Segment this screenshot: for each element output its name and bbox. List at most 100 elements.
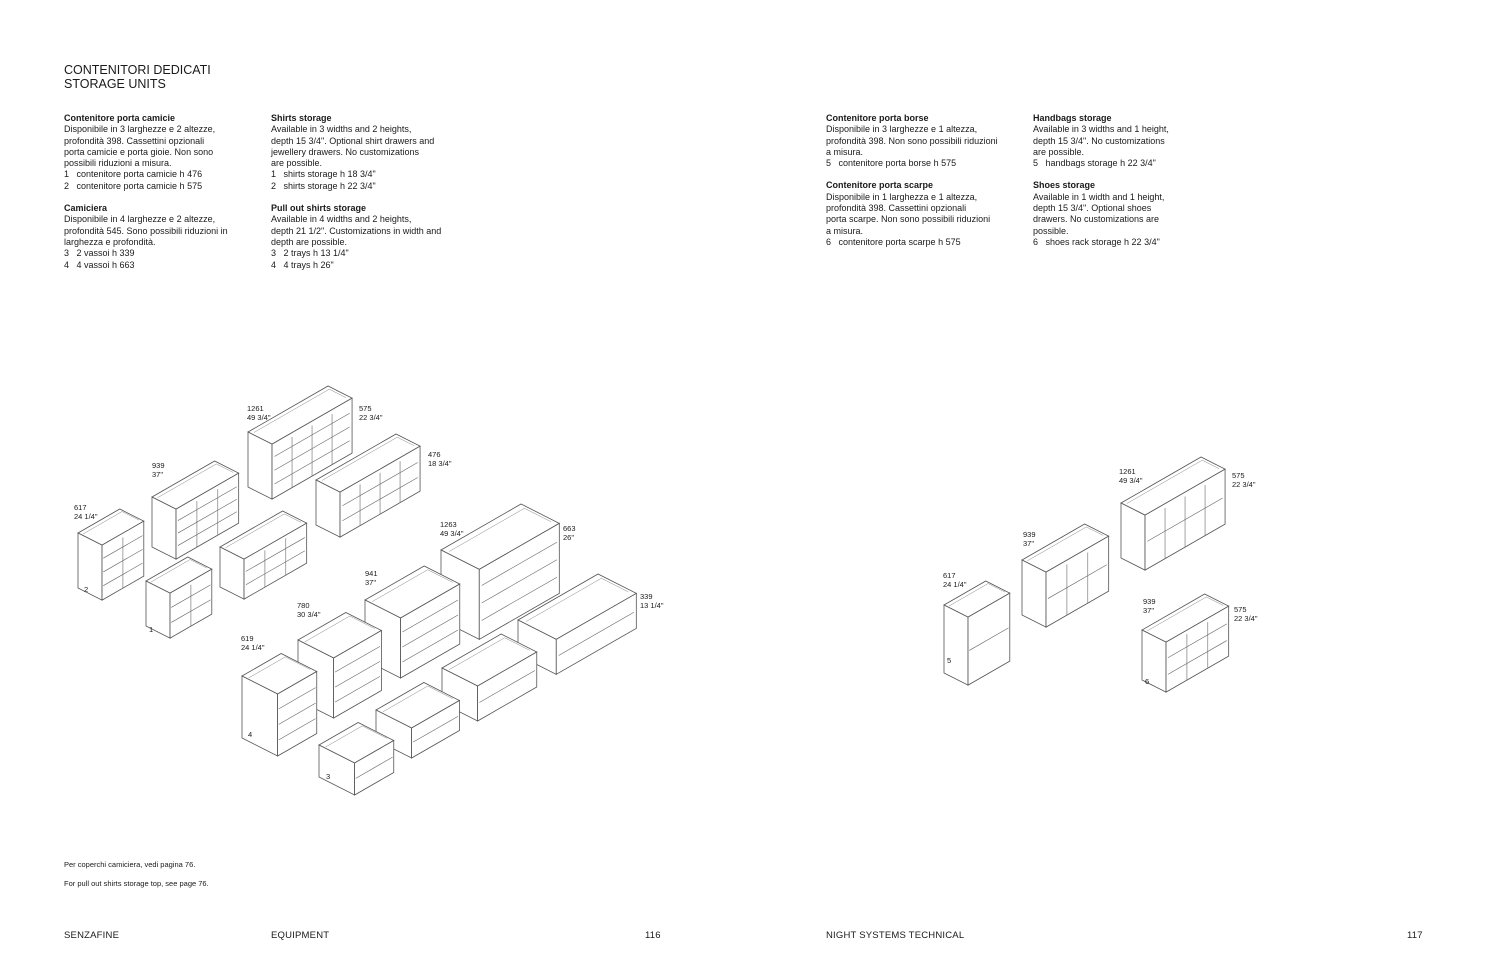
list-item: 5 handbags storage h 22 3/4" — [1033, 158, 1156, 169]
box-rim — [1027, 526, 1104, 561]
shelf-line — [481, 559, 558, 604]
item-number: 3 — [326, 772, 331, 781]
shelf-line — [481, 576, 558, 621]
dimension-label: 780 30 3/4" — [297, 601, 321, 619]
shelf-line — [969, 627, 1009, 651]
shelf-line — [1167, 640, 1227, 675]
dimension-label: 575 22 3/4" — [1234, 605, 1258, 623]
list-item: 3 2 vassoi h 339 — [64, 248, 135, 259]
description: Available in 1 width and 1 height, depth… — [1033, 191, 1165, 236]
box-rim — [448, 637, 530, 670]
shelf-line — [402, 599, 459, 633]
footnote-en: For pull out shirts storage top, see pag… — [64, 879, 209, 888]
box-rim — [382, 685, 453, 713]
text-column-en-left: Shirts storage Available in 3 widths and… — [271, 113, 461, 271]
shelf-line — [355, 756, 393, 779]
box-rim — [325, 725, 388, 748]
shelf-line — [479, 670, 536, 703]
list-item: 3 2 trays h 13 1/4" — [271, 248, 349, 259]
shelf-line — [245, 550, 305, 585]
dimension-label: 663 26" — [563, 524, 576, 542]
page-number-right: 117 — [1407, 930, 1423, 941]
footer-brand: SENZAFINE — [64, 930, 120, 941]
list-item: 4 4 trays h 26" — [271, 259, 334, 270]
dimension-label: 575 22 3/4" — [359, 404, 383, 422]
item-number: 1 — [149, 625, 154, 634]
shelf-line — [177, 486, 237, 521]
shelf-line — [278, 702, 316, 725]
description: Available in 3 widths and 2 heights, dep… — [271, 124, 435, 169]
box-side — [1120, 502, 1146, 571]
box-rim — [82, 511, 140, 535]
box-rim — [321, 436, 415, 481]
dimension-label: 1263 49 3/4" — [440, 520, 464, 538]
footer-section-right: NIGHT SYSTEMS TECHNICAL — [826, 930, 965, 941]
heading: Camiciera — [64, 203, 108, 214]
shelf-line — [402, 614, 459, 648]
description: Disponibile in 3 larghezze e 1 altezza, … — [826, 124, 998, 157]
dimension-label: 575 22 3/4" — [1232, 471, 1256, 489]
heading: Shoes storage — [1033, 180, 1096, 191]
box-side — [943, 604, 969, 686]
description: Disponibile in 1 larghezza e 1 altezza, … — [826, 191, 991, 236]
heading: Pull out shirts storage — [271, 203, 367, 214]
dimension-label: 617 24 1/4" — [74, 503, 98, 521]
shelf-line — [412, 716, 459, 743]
description: Disponibile in 4 larghezze e 2 altezze, … — [64, 214, 228, 247]
heading: Contenitore porta borse — [826, 113, 929, 123]
box-rim — [304, 615, 375, 643]
dimension-label: 1261 49 3/4" — [247, 404, 271, 422]
box-side — [77, 532, 103, 601]
box-front — [243, 522, 308, 600]
list-item: 2 shirts storage h 22 3/4" — [271, 180, 376, 191]
box-side — [247, 431, 273, 500]
box-rim — [253, 388, 347, 433]
list-item: 6 shoes rack storage h 22 3/4" — [1033, 236, 1160, 247]
shelf-line — [278, 687, 316, 710]
shelf-line — [334, 646, 381, 673]
box-rim — [225, 513, 302, 548]
text-column-en-right: Handbags storage Available in 3 widths a… — [1033, 113, 1223, 248]
box-rim — [150, 559, 208, 583]
box-front — [1165, 605, 1230, 693]
box-rim — [1126, 459, 1220, 504]
dimension-label: 939 37" — [1023, 530, 1036, 548]
shelf-line — [402, 629, 459, 663]
box-rim — [948, 583, 1006, 607]
shelf-line — [245, 537, 305, 572]
title-it: CONTENITORI DEDICATI — [64, 63, 211, 77]
shelf-line — [481, 541, 558, 586]
shelf-line — [1167, 623, 1227, 658]
footer-section-left: EQUIPMENT — [271, 930, 330, 941]
shelf-line — [177, 511, 237, 546]
page-title: CONTENITORI DEDICATI STORAGE UNITS — [64, 63, 211, 91]
list-item: 1 shirts storage h 18 3/4" — [271, 169, 376, 180]
description: Disponibile in 3 larghezze e 2 altezze, … — [64, 124, 216, 169]
dimension-label: 617 24 1/4" — [943, 571, 967, 589]
dimension-label: 939 37" — [152, 461, 165, 479]
list-item: 5 contenitore porta borse h 575 — [826, 158, 957, 169]
item-number: 4 — [248, 730, 253, 739]
dimension-label: 941 37" — [365, 569, 378, 587]
list-item: 2 contenitore porta camicie h 575 — [64, 180, 203, 191]
dimension-label: 476 18 3/4" — [428, 450, 452, 468]
description: Available in 3 widths and 1 height, dept… — [1033, 124, 1169, 157]
footnote-it: Per coperchi camiciera, vedi pagina 76. — [64, 860, 196, 869]
dimension-label: 939 37" — [1143, 597, 1156, 615]
box-rim — [371, 569, 453, 602]
item-number: 2 — [84, 585, 89, 594]
dimension-label: 619 24 1/4" — [241, 634, 265, 652]
heading: Contenitore porta scarpe — [826, 180, 934, 191]
list-item: 4 4 vassoi h 663 — [64, 259, 135, 270]
box-rim — [449, 507, 552, 552]
shelf-line — [558, 611, 635, 656]
title-en: STORAGE UNITS — [64, 77, 166, 91]
list-item: 6 contenitore porta scarpe h 575 — [826, 236, 961, 247]
text-column-it-right: Contenitore porta borse Disponibile in 3… — [826, 113, 1016, 248]
heading: Handbags storage — [1033, 113, 1112, 123]
shelf-line — [334, 676, 381, 703]
shelf-line — [177, 498, 237, 534]
list-item: 1 contenitore porta camicie h 476 — [64, 169, 203, 180]
description: Available in 4 widths and 2 heights, dep… — [271, 214, 442, 247]
